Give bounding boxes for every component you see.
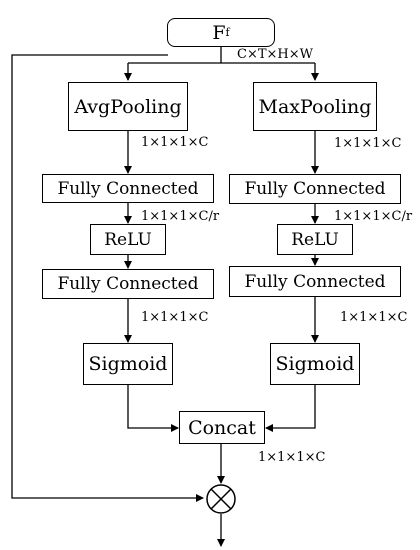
input-subscript: f	[225, 26, 230, 39]
multiply-circle-icon	[206, 484, 236, 514]
left-dim-after-pool: 1×1×1×C	[141, 135, 209, 150]
left-sigmoid-box: Sigmoid	[83, 343, 173, 385]
right-fc1-box: Fully Connected	[229, 174, 401, 204]
input-dims-label: C×T×H×W	[237, 47, 313, 62]
left-fc1-box: Fully Connected	[42, 174, 214, 203]
right-dim-after-pool: 1×1×1×C	[334, 136, 402, 151]
right-fc2-box: Fully Connected	[229, 266, 401, 297]
left-relu-box: ReLU	[90, 224, 166, 255]
maxpooling-box: MaxPooling	[253, 82, 377, 131]
input-symbol: F	[212, 21, 226, 44]
left-dim-after-fc2: 1×1×1×C	[141, 310, 209, 325]
concat-dim-label: 1×1×1×C	[258, 450, 326, 465]
left-dim-after-fc1: 1×1×1×C/r	[141, 209, 220, 224]
right-to-concat-arrow	[265, 385, 316, 432]
right-sigmoid-box: Sigmoid	[270, 343, 360, 385]
avgpooling-box: AvgPooling	[68, 82, 188, 131]
concat-box: Concat	[179, 411, 265, 444]
right-dim-after-fc2: 1×1×1×C	[340, 310, 408, 325]
right-relu-box: ReLU	[277, 224, 353, 255]
right-dim-after-fc1: 1×1×1×C/r	[334, 209, 413, 224]
skip-connection-arrow	[11, 54, 204, 502]
left-to-concat-arrow	[127, 385, 179, 432]
left-fc2-box: Fully Connected	[42, 269, 214, 299]
